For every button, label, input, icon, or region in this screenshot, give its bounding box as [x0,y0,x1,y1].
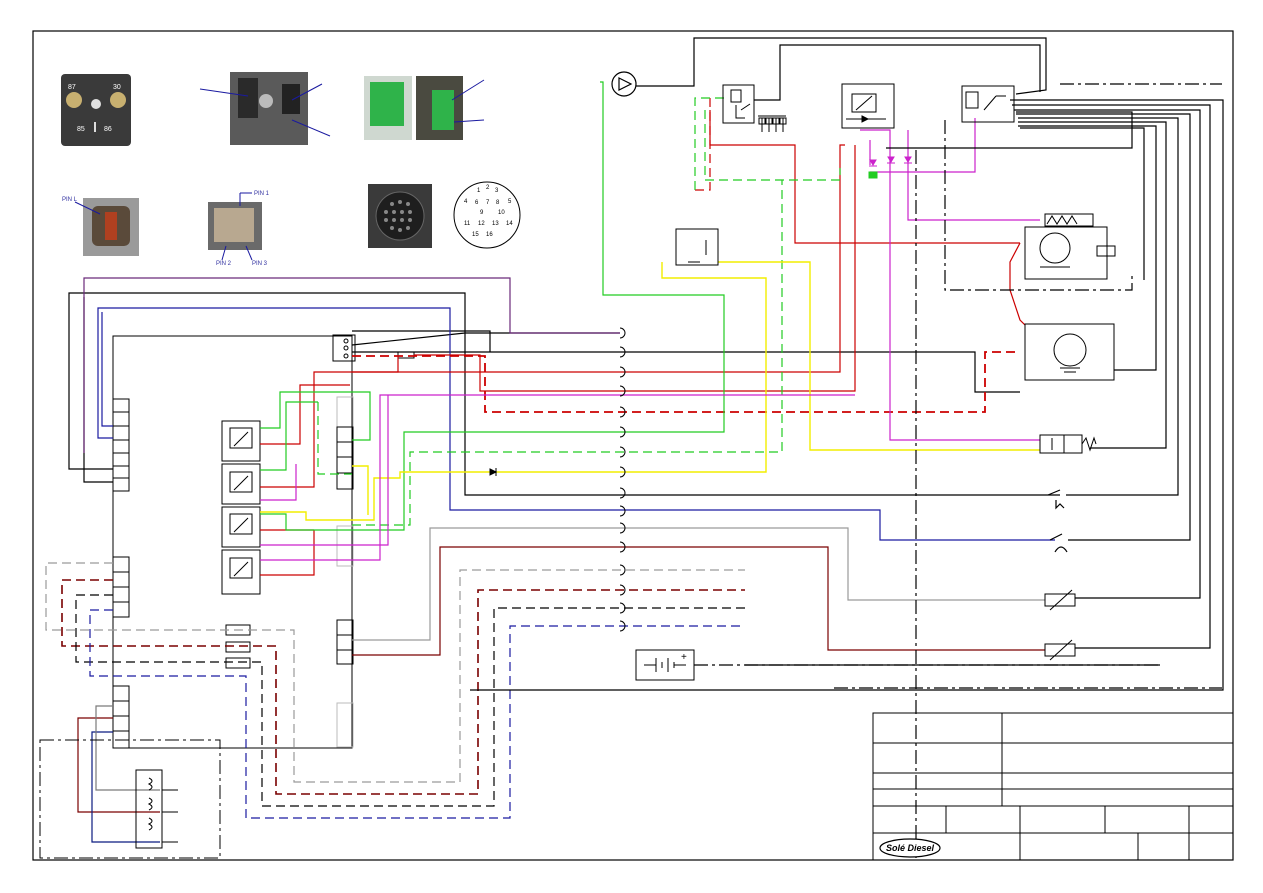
round-connector-pinout: 1 2 3 4 5 6 7 8 9 10 11 12 13 14 15 16 [453,181,521,249]
relay-box-1 [722,84,755,124]
switch-photo [199,72,331,145]
pinout-3: 3 [495,188,499,194]
relay-pin-85: 85 [77,126,85,133]
pin-2-label: PIN 2 [216,261,232,267]
glow-plug-group [758,115,787,132]
pinout-6: 6 [475,200,479,206]
green-connector-photos [364,76,485,140]
pinout-12: 12 [478,221,485,227]
diode-symbol [489,468,498,476]
pressure-switch [1047,489,1065,510]
pinout-16: 16 [486,232,493,238]
relay-pin-86: 86 [104,126,112,133]
relay-pin-30: 30 [113,84,121,91]
pump-symbol [611,71,637,97]
sheet-border [32,30,1234,861]
pin-3-label: PIN 3 [252,261,268,267]
wires [45,37,1224,858]
relay-pin-87: 87 [68,84,76,91]
sensor-photo: PIN L [62,197,139,256]
pinout-11: 11 [464,221,471,227]
sender-resistor-1 [1044,589,1076,611]
round-connector-photo [368,184,432,248]
pinout-15: 15 [472,232,479,238]
pin-1-label: PIN 1 [254,191,270,197]
solenoid-valve [1039,434,1097,454]
pinout-10: 10 [498,210,505,216]
relay-box-2 [841,83,895,129]
company-logo-text: Solé Diesel [886,843,935,853]
pinout-14: 14 [506,221,513,227]
relay-box-3 [961,85,1015,123]
battery-symbol: + [635,649,695,681]
sender-resistor-2 [1044,639,1076,661]
pinout-7: 7 [486,200,490,206]
sensor-pin-l-label: PIN L [62,197,78,203]
control-panel [112,334,415,749]
title-block [872,712,1234,861]
starter-motor [1024,213,1116,280]
pinout-13: 13 [492,221,499,227]
three-pin-connector-photo: PIN 1 PIN 2 PIN 3 [208,191,270,267]
temperature-switch [1049,533,1068,553]
pinout-1: 1 [477,188,481,194]
company-logo: Solé Diesel [879,838,941,858]
pinout-9: 9 [480,210,484,216]
key-switch-box [675,228,719,266]
coil-assembly [39,739,221,859]
pinout-8: 8 [496,200,500,206]
relay-photo: 87 30 85 86 [61,74,131,146]
pinout-4: 4 [464,199,468,205]
diodes-magenta [868,156,912,179]
terminals [619,327,626,632]
battery-plus: + [681,652,687,663]
pinout-2: 2 [486,185,490,191]
pinout-5: 5 [508,199,512,205]
alternator [1024,323,1115,381]
